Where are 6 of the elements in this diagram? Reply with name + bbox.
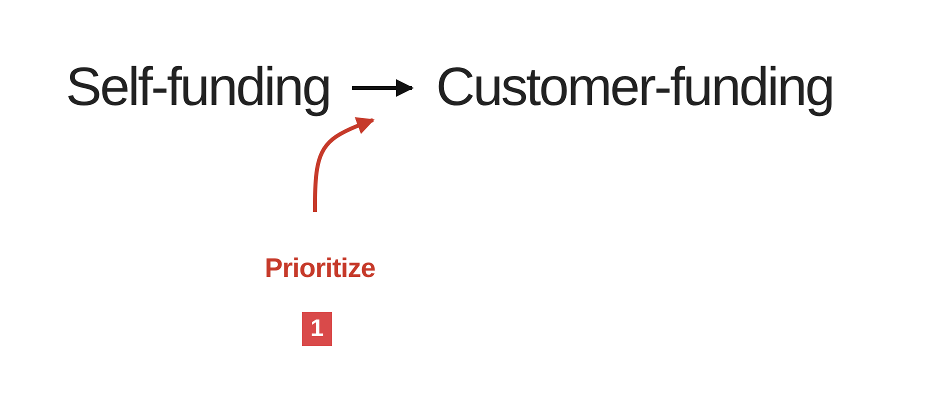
stage-label: Customer-funding xyxy=(436,56,834,120)
arrow xyxy=(352,79,414,97)
annotation-text: Prioritize xyxy=(264,252,376,284)
curved-arrow xyxy=(313,117,375,212)
stage-label: Self-funding xyxy=(64,56,330,120)
number-badge: 1 xyxy=(302,312,332,346)
